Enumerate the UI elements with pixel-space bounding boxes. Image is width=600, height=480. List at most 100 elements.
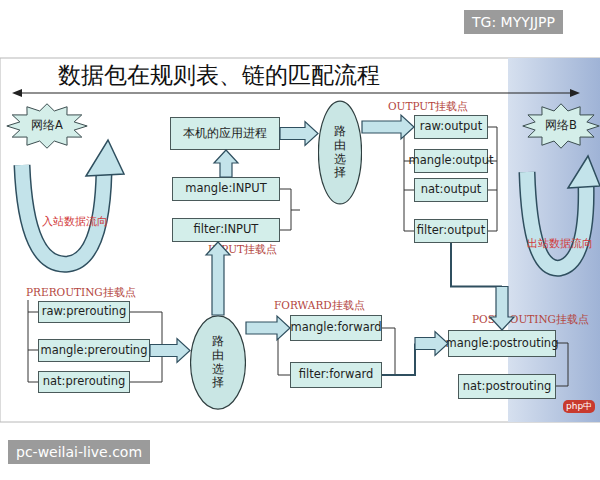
- chain-box: 本机的应用进程: [170, 117, 280, 150]
- block-arrow: [362, 115, 414, 139]
- diagram-title: 数据包在规则表、链的匹配流程: [58, 60, 380, 91]
- flow-arrow: [451, 243, 514, 330]
- chain-box: filter:INPUT: [172, 218, 280, 242]
- node-text: mangle:INPUT: [185, 182, 266, 195]
- flow-curve: [22, 165, 104, 264]
- node-text-group: nat:output: [421, 183, 482, 196]
- node-text-group: raw:prerouting: [42, 305, 126, 318]
- node-text-group: 网络B: [545, 119, 577, 132]
- node-text: raw:prerouting: [42, 305, 126, 318]
- chain-box: filter:output: [414, 219, 488, 243]
- ellipse-fill: [191, 316, 246, 409]
- chain-box: mangle:prerouting: [38, 339, 150, 362]
- flow-arrow: [382, 332, 448, 376]
- side-panel: [508, 58, 600, 422]
- node-text: 路由选择: [211, 335, 225, 390]
- chain-box: mangle:output: [414, 149, 488, 173]
- node-text-group: 路由选择: [211, 335, 225, 390]
- node-text-group: nat:prerouting: [43, 375, 126, 388]
- node-text-group: 路由选择: [333, 125, 347, 180]
- flow-arrow: [246, 316, 290, 340]
- rule-head: [570, 89, 580, 97]
- flow-curve-head: [568, 156, 600, 188]
- chain-box: mangle:postrouting: [448, 330, 556, 357]
- node-text-group: mangle:prerouting: [41, 344, 148, 357]
- node-text: mangle:postrouting: [446, 337, 559, 350]
- chain-box: nat:prerouting: [38, 371, 130, 393]
- node-text-group: 网络A: [31, 119, 63, 132]
- network-star: 网络A: [6, 103, 88, 149]
- flow-curve-outline: [22, 165, 104, 264]
- node-text: filter:output: [417, 224, 485, 237]
- chain-bracket: [404, 127, 497, 231]
- node-text-group: mangle:INPUT: [185, 182, 266, 195]
- star-fill: [7, 104, 87, 148]
- title-rule: [18, 92, 574, 93]
- chain-box: nat:output: [414, 178, 488, 202]
- chain-box: filter:forward: [290, 362, 382, 388]
- hook-label: INPUT挂载点: [208, 243, 277, 257]
- node-text: filter:INPUT: [194, 223, 259, 236]
- block-arrow: [206, 242, 230, 315]
- routing-ellipse: 路由选择: [318, 100, 362, 205]
- node-text-group: raw:output: [420, 120, 482, 133]
- chain-box: raw:output: [414, 115, 488, 139]
- ellipse-fill: [318, 101, 361, 204]
- node-text: nat:output: [421, 183, 482, 196]
- watermark: php中: [563, 400, 595, 413]
- flow-arrow: [280, 122, 318, 146]
- chain-box: mangle:INPUT: [172, 177, 280, 201]
- connector-line: [451, 243, 502, 287]
- node-text-group: mangle:output: [409, 154, 494, 167]
- flow-curve-head: [86, 140, 124, 176]
- routing-ellipse: 路由选择: [190, 315, 246, 410]
- node-text-group: filter:INPUT: [194, 223, 259, 236]
- flow-label: 入站数据流向: [42, 214, 108, 229]
- node-text-group: filter:forward: [299, 368, 374, 381]
- node-text: raw:output: [420, 120, 482, 133]
- hook-label: FORWARD挂载点: [274, 299, 365, 313]
- node-text-group: mangle:postrouting: [446, 337, 559, 350]
- chain-bracket: [28, 300, 162, 382]
- flow-arrow: [214, 150, 238, 177]
- node-text-group: filter:output: [417, 224, 485, 237]
- node-text-group: mangle:forward: [290, 321, 381, 334]
- block-arrow: [246, 316, 290, 340]
- node-text: mangle:prerouting: [41, 344, 148, 357]
- chain-box: nat:postrouting: [458, 374, 556, 399]
- node-text: 网络B: [545, 119, 577, 132]
- watermark: TG: MYYJJPP: [464, 10, 563, 34]
- hook-label: POSTROUTING挂载点: [472, 313, 589, 327]
- node-text-group: nat:postrouting: [463, 380, 552, 393]
- node-text: filter:forward: [299, 368, 374, 381]
- node-text: 路由选择: [333, 125, 347, 180]
- node-text: mangle:forward: [290, 321, 381, 334]
- node-text: 本机的应用进程: [183, 127, 267, 140]
- chain-box: mangle:forward: [290, 315, 382, 341]
- flow-label: 出站数据流向: [527, 236, 593, 251]
- rule-head: [12, 89, 22, 97]
- block-arrow: [214, 150, 238, 177]
- block-arrow: [490, 287, 514, 331]
- hook-label: PREROUTING挂载点: [26, 286, 136, 300]
- flow-arrow: [362, 115, 414, 139]
- hook-label: OUTPUT挂载点: [388, 100, 468, 114]
- node-text: nat:prerouting: [43, 375, 126, 388]
- star-fill: [523, 104, 599, 148]
- node-text: nat:postrouting: [463, 380, 552, 393]
- flow-arrow: [206, 242, 230, 315]
- node-text-group: 本机的应用进程: [183, 127, 267, 140]
- chain-box: raw:prerouting: [38, 301, 130, 323]
- block-arrow: [415, 332, 448, 356]
- node-text: mangle:output: [409, 154, 494, 167]
- connector-line: [382, 344, 415, 376]
- chain-bracket: [280, 189, 300, 230]
- network-star: 网络B: [522, 103, 600, 149]
- block-arrow: [280, 122, 318, 146]
- flow-arrow: [150, 339, 190, 363]
- block-arrow: [150, 339, 190, 363]
- node-text: 网络A: [31, 119, 63, 132]
- watermark: pc-weilai-live.com: [8, 440, 150, 464]
